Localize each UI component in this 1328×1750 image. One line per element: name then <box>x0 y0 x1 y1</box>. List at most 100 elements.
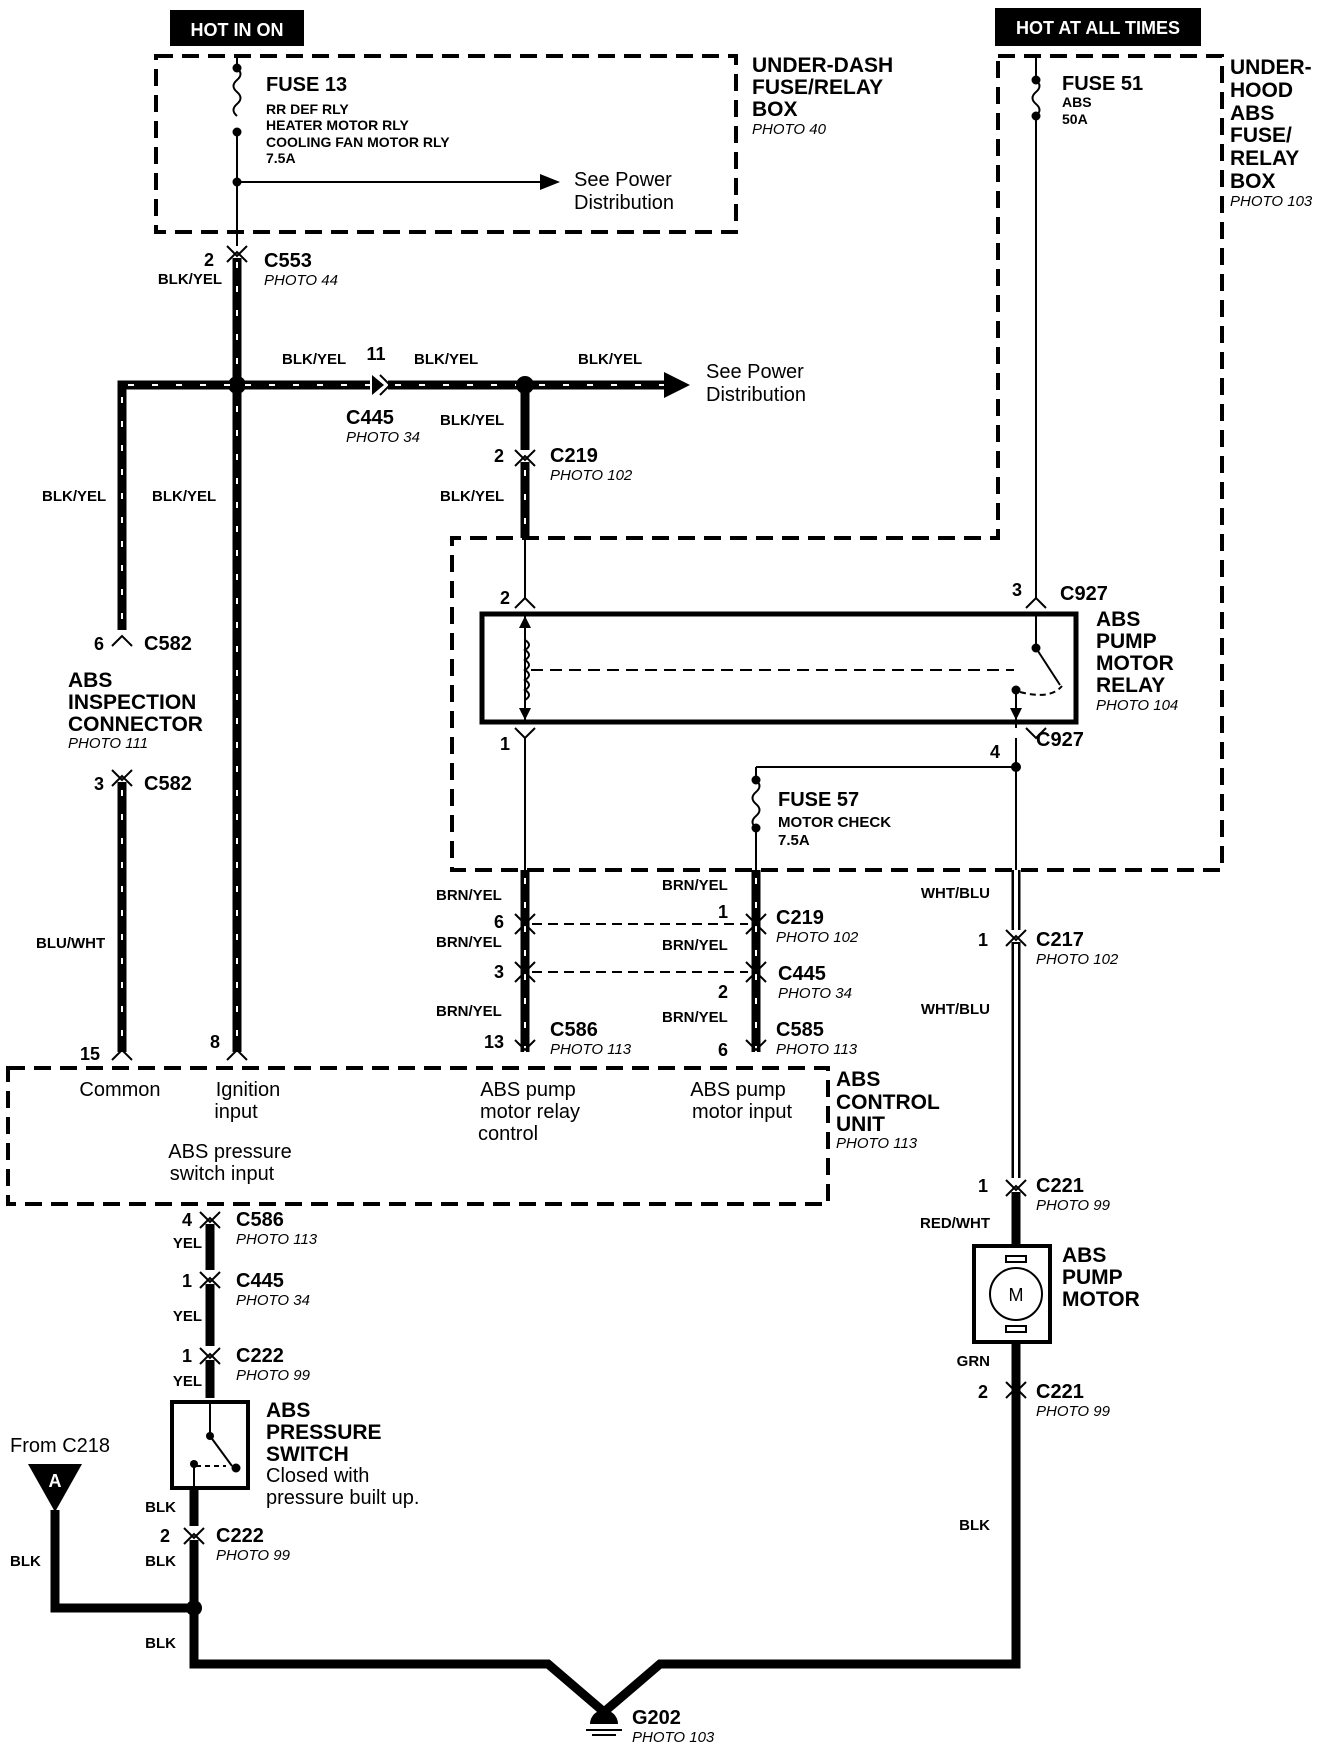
svg-text:3: 3 <box>1012 580 1022 600</box>
svg-text:C222: C222 <box>216 1525 264 1547</box>
svg-text:PHOTO 44: PHOTO 44 <box>264 272 338 289</box>
svg-text:input: input <box>214 1101 258 1123</box>
svg-text:BLK/YEL: BLK/YEL <box>42 488 106 505</box>
svg-text:4: 4 <box>990 742 1000 762</box>
svg-text:MOTOR CHECK: MOTOR CHECK <box>778 814 891 831</box>
fuse-51: FUSE 51 ABS 50A <box>1031 56 1143 598</box>
svg-text:BLK/YEL: BLK/YEL <box>440 488 504 505</box>
fuse-57-name: FUSE 57 <box>778 789 859 811</box>
svg-text:BRN/YEL: BRN/YEL <box>662 937 728 954</box>
svg-text:ABS pump: ABS pump <box>480 1079 576 1101</box>
svg-text:BLU/WHT: BLU/WHT <box>36 935 105 952</box>
svg-text:C586: C586 <box>550 1019 598 1041</box>
svg-text:2: 2 <box>160 1526 170 1546</box>
svg-text:CONTROL: CONTROL <box>836 1091 940 1114</box>
connector-c586-bot: 4 C586 PHOTO 113 YEL <box>173 1209 318 1252</box>
svg-text:BRN/YEL: BRN/YEL <box>662 1009 728 1026</box>
svg-text:ABS pump: ABS pump <box>690 1079 786 1101</box>
svg-text:PHOTO 40: PHOTO 40 <box>752 121 827 138</box>
svg-text:COOLING FAN MOTOR RLY: COOLING FAN MOTOR RLY <box>266 134 450 150</box>
svg-text:BLK/YEL: BLK/YEL <box>440 412 504 429</box>
abs-pressure-switch <box>170 1400 250 1490</box>
svg-text:3: 3 <box>494 962 504 982</box>
svg-text:FUSE/: FUSE/ <box>1230 124 1292 147</box>
svg-text:BRN/YEL: BRN/YEL <box>436 1003 502 1020</box>
svg-text:PHOTO 34: PHOTO 34 <box>346 429 420 446</box>
see-power-distribution-1: See Power Distribution <box>574 169 674 214</box>
svg-text:BLK: BLK <box>145 1499 176 1516</box>
hot-in-on-label: HOT IN ON <box>191 20 284 40</box>
svg-text:C221: C221 <box>1036 1175 1084 1197</box>
svg-text:WHT/BLU: WHT/BLU <box>921 885 990 902</box>
svg-text:ABS: ABS <box>1062 1244 1106 1267</box>
connector-c445-bot: 1 C445 PHOTO 34 YEL <box>173 1270 310 1325</box>
abs-pump-motor: M <box>972 1244 1052 1344</box>
svg-text:G202: G202 <box>632 1707 681 1729</box>
svg-text:13: 13 <box>484 1032 504 1052</box>
svg-text:Common: Common <box>79 1079 160 1101</box>
wire-brn-yel-motor-input <box>745 870 767 1052</box>
svg-text:7.5A: 7.5A <box>778 832 810 849</box>
connector-c582-pin6: 6 C582 <box>94 633 192 655</box>
svg-text:BRN/YEL: BRN/YEL <box>662 877 728 894</box>
svg-text:RED/WHT: RED/WHT <box>920 1215 990 1232</box>
svg-text:11: 11 <box>366 344 385 364</box>
svg-text:C553: C553 <box>264 250 312 272</box>
hot-at-all-times-tag: HOT AT ALL TIMES <box>995 8 1201 46</box>
svg-text:CONNECTOR: CONNECTOR <box>68 713 203 736</box>
svg-text:C445: C445 <box>236 1270 284 1292</box>
svg-text:From C218: From C218 <box>10 1435 110 1457</box>
svg-text:Distribution: Distribution <box>574 192 674 214</box>
svg-text:C219: C219 <box>776 907 824 929</box>
svg-text:PUMP: PUMP <box>1096 630 1157 653</box>
svg-text:SWITCH: SWITCH <box>266 1443 349 1466</box>
svg-text:2: 2 <box>718 982 728 1002</box>
svg-text:BLK: BLK <box>959 1517 990 1534</box>
wire-yel-pressure <box>199 1211 221 1398</box>
svg-text:1: 1 <box>978 1176 988 1196</box>
svg-text:UNIT: UNIT <box>836 1113 885 1136</box>
from-c218-reference: From C218 A <box>10 1435 194 1613</box>
wire-brn-yel-relay-control <box>514 870 536 1052</box>
svg-text:6: 6 <box>718 1040 728 1060</box>
relay-label: ABS PUMP MOTOR RELAY PHOTO 104 <box>1096 608 1178 714</box>
wire-blk-yel-left <box>111 380 237 647</box>
svg-text:PHOTO 103: PHOTO 103 <box>1230 193 1313 210</box>
svg-text:INSPECTION: INSPECTION <box>68 691 196 714</box>
svg-text:8: 8 <box>210 1032 220 1052</box>
svg-text:ABS: ABS <box>1230 102 1274 125</box>
svg-text:PHOTO 99: PHOTO 99 <box>1036 1403 1111 1420</box>
svg-text:switch input: switch input <box>170 1163 275 1185</box>
svg-text:2: 2 <box>978 1382 988 1402</box>
svg-text:PHOTO 113: PHOTO 113 <box>236 1231 318 1248</box>
wire-wht-blu <box>1005 870 1027 1197</box>
svg-text:BLK/YEL: BLK/YEL <box>282 351 346 368</box>
abs-control-unit-box <box>6 1066 830 1206</box>
svg-text:control: control <box>478 1123 538 1145</box>
pump-motor-label: ABS PUMP MOTOR <box>1062 1244 1140 1311</box>
svg-text:C445: C445 <box>778 963 826 985</box>
connector-c445-mid: 2 C445 PHOTO 34 <box>718 963 852 1002</box>
hot-in-on-tag: HOT IN ON <box>170 10 304 46</box>
pressure-switch-label: ABS PRESSURE SWITCH Closed with pressure… <box>266 1399 419 1509</box>
svg-text:BLK/YEL: BLK/YEL <box>578 351 642 368</box>
connector-c219-mid: 1 C219 PHOTO 102 <box>718 902 859 946</box>
svg-text:50A: 50A <box>1062 111 1088 127</box>
svg-text:C586: C586 <box>236 1209 284 1231</box>
abs-inspection-connector: ABS INSPECTION CONNECTOR PHOTO 111 <box>68 669 203 752</box>
svg-text:ABS: ABS <box>836 1068 880 1091</box>
svg-text:BRN/YEL: BRN/YEL <box>436 934 502 951</box>
svg-text:PHOTO 102: PHOTO 102 <box>1036 951 1119 968</box>
svg-text:1: 1 <box>182 1271 192 1291</box>
svg-text:Closed with: Closed with <box>266 1465 369 1487</box>
fuse-51-name: FUSE 51 <box>1062 73 1143 95</box>
svg-text:UNDER-: UNDER- <box>1230 56 1312 79</box>
svg-text:6: 6 <box>94 634 104 654</box>
svg-text:ABS pressure: ABS pressure <box>168 1141 291 1163</box>
svg-text:RELAY: RELAY <box>1096 674 1165 697</box>
svg-text:1: 1 <box>718 902 728 922</box>
svg-text:UNDER-DASH: UNDER-DASH <box>752 54 893 77</box>
svg-text:Ignition: Ignition <box>216 1079 281 1101</box>
connector-c445-top: 11 C445 PHOTO 34 <box>346 344 420 446</box>
